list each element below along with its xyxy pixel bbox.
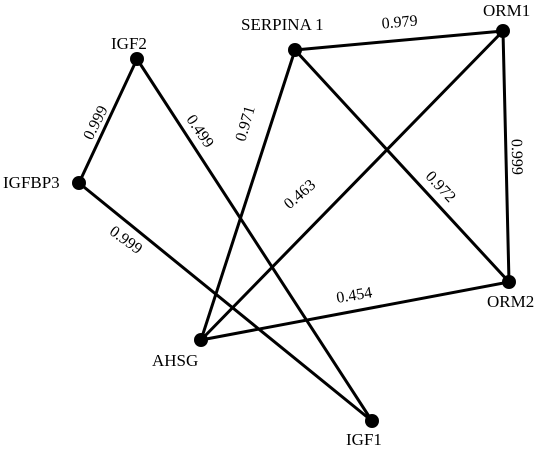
edges-layer [77, 29, 511, 423]
edge-weight-label: 0.463 [281, 176, 319, 212]
node-label-serpina1: SERPINA 1 [241, 15, 324, 34]
node-orm1 [496, 24, 510, 38]
edge-weight-label: 0.499 [183, 112, 217, 151]
edge-weight-label: 0.979 [381, 12, 418, 32]
nodes-layer [72, 24, 516, 428]
edge-serpina1-orm2 [293, 48, 511, 284]
node-igfbp3 [72, 176, 86, 190]
node-label-orm1: ORM1 [483, 1, 530, 20]
edge-orm1-ahsg [199, 29, 505, 342]
node-orm2 [502, 275, 516, 289]
node-igf2 [130, 52, 144, 66]
node-label-igf2: IGF2 [111, 34, 147, 53]
node-label-orm2: ORM2 [487, 292, 534, 311]
node-igf1 [365, 414, 379, 428]
node-label-igf1: IGF1 [346, 430, 382, 449]
edge-serpina1-ahsg [199, 48, 297, 342]
edge-weight-label: 0.454 [335, 284, 373, 306]
edge-weight-label: 0.971 [233, 104, 259, 143]
edge-igf2-igfbp3 [77, 57, 139, 185]
node-ahsg [194, 333, 208, 347]
node-label-ahsg: AHSG [152, 351, 198, 370]
edge-orm1-orm2 [501, 29, 511, 284]
edge-igf2-igf1 [135, 57, 374, 423]
edge-igfbp3-igf1 [77, 181, 374, 423]
edge-weight-label: 0.999 [106, 223, 145, 258]
node-label-igfbp3: IGFBP3 [3, 173, 60, 192]
edge-orm2-ahsg [199, 280, 511, 342]
node-serpina1 [288, 43, 302, 57]
edge-weight-label: 0.999 [508, 139, 526, 175]
edge-serpina1-orm1 [293, 29, 505, 52]
edge-weight-label: 0.972 [422, 168, 459, 206]
